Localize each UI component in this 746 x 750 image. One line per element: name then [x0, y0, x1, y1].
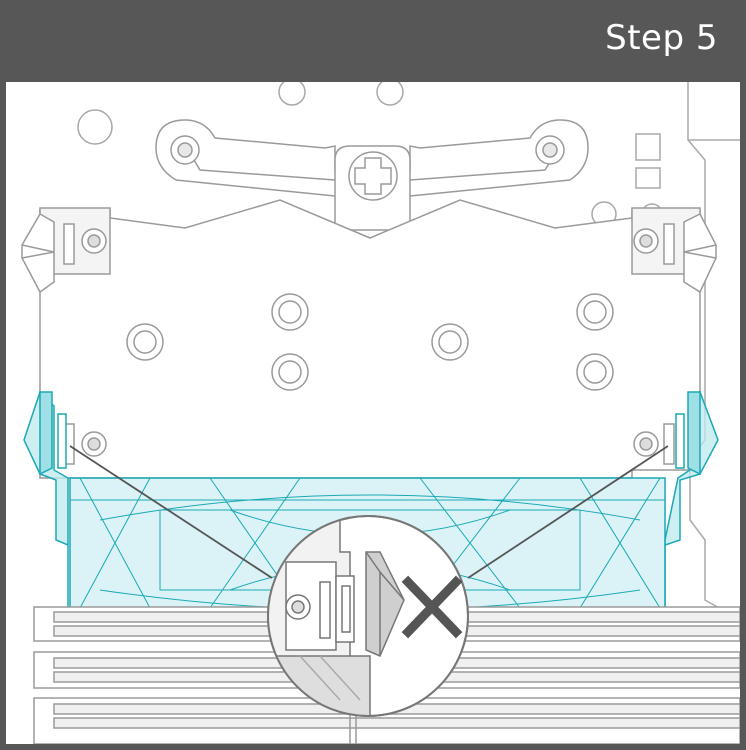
header-bar: Step 5 [0, 0, 746, 82]
cooler-installation-diagram [21, 82, 740, 744]
step-title: Step 5 [605, 18, 718, 58]
magnified-detail [267, 515, 469, 717]
x-mark-icon [401, 575, 463, 639]
mounting-bracket [155, 119, 589, 231]
callout-leader-lines [69, 445, 669, 579]
diagram-canvas [6, 82, 740, 744]
heatsink-top-plate [21, 199, 717, 479]
